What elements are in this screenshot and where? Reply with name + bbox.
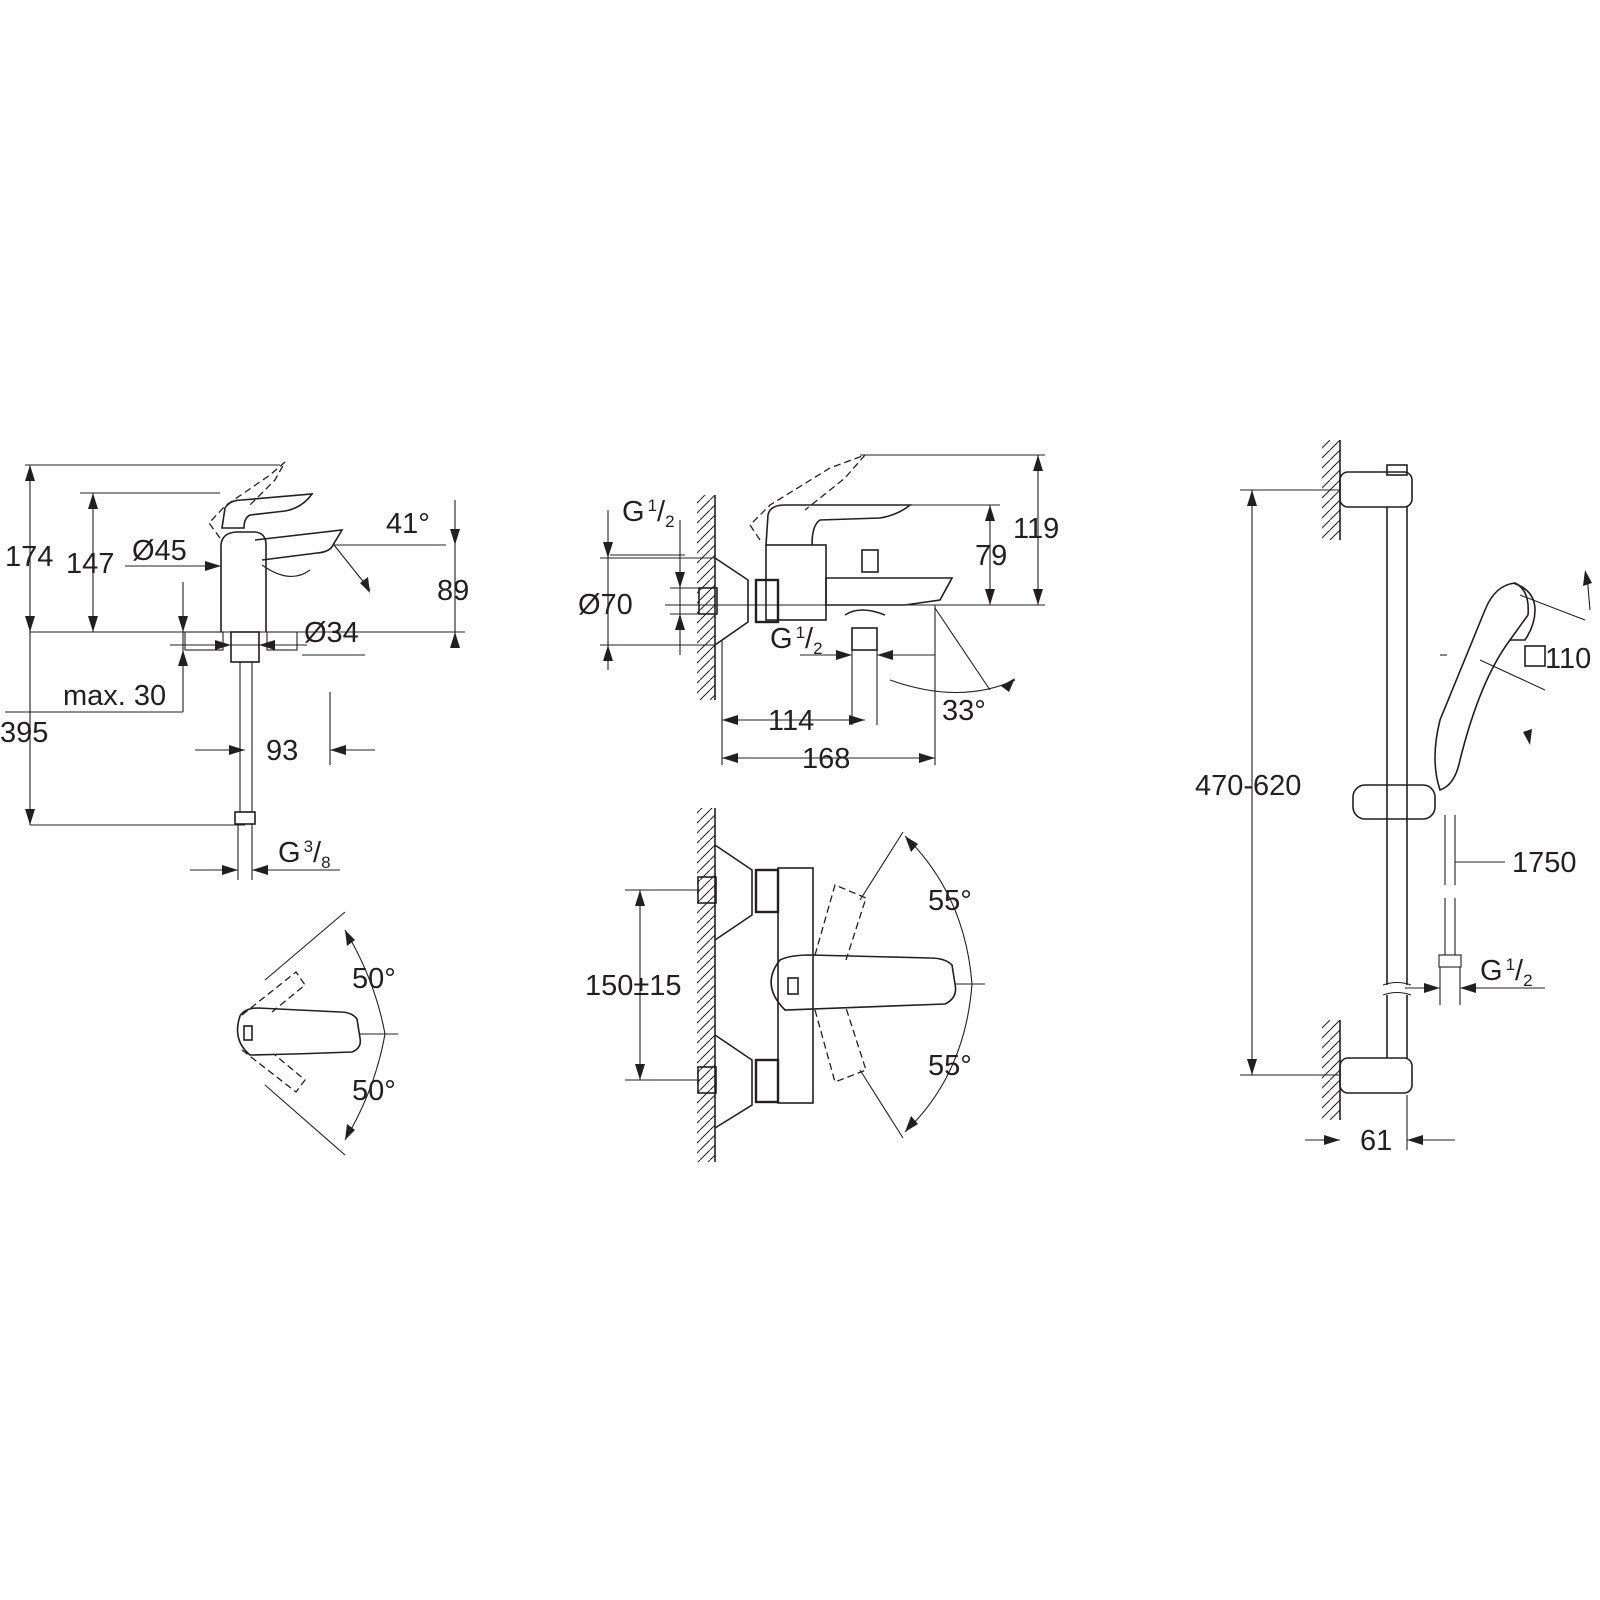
basin-mixer-side-view: 174 147 Ø45 41° 89 Ø34 max. 30 <box>0 461 469 880</box>
wall-hatch-rail-bottom <box>1322 1020 1340 1120</box>
dim-61: 61 <box>1360 1125 1392 1157</box>
basin-mixer-body <box>220 531 267 632</box>
square-symbol <box>1524 645 1546 667</box>
bath-lever <box>765 504 913 546</box>
supply-hose <box>239 661 253 813</box>
dim-93: 93 <box>266 735 298 767</box>
wall-hatch-bottom <box>697 808 715 1162</box>
deck-section-right <box>266 631 298 651</box>
dim-174: 174 <box>5 541 53 573</box>
bath-mixer-front-view: 55° 55° 150±15 <box>585 808 985 1162</box>
dim-angle-50-upper: 50° <box>352 963 396 995</box>
dim-119: 119 <box>1013 513 1059 545</box>
inlet-stub <box>698 587 718 615</box>
dim-diameter-45: Ø45 <box>132 535 187 567</box>
bath-spout <box>825 577 954 606</box>
basin-mixer-lever <box>221 493 314 529</box>
dim-114: 114 <box>768 705 814 737</box>
dim-angle-50-lower: 50° <box>352 1075 396 1107</box>
rail-bracket-bottom <box>1339 1057 1413 1094</box>
rail-bracket-top <box>1339 471 1413 508</box>
outlet-connector <box>851 627 878 651</box>
dim-angle-55-lower: 55° <box>928 1050 972 1082</box>
dim-angle-41: 41° <box>386 508 430 540</box>
bath-mixer-front-body <box>777 867 814 1104</box>
basin-lever-top <box>236 1007 362 1056</box>
handshower <box>1434 582 1530 792</box>
dim-angle-55-upper: 55° <box>928 885 972 917</box>
deck-section-left <box>184 631 224 651</box>
basin-mixer-spout <box>254 529 344 561</box>
dim-79: 79 <box>975 540 1007 572</box>
dim-angle-33: 33° <box>942 695 986 727</box>
dim-168: 168 <box>802 743 850 775</box>
mounting-nut <box>230 631 260 663</box>
basin-mixer-top-view: 50° 50° <box>236 911 398 1156</box>
wall-hatch-top <box>697 495 715 700</box>
dim-395: 395 <box>0 717 48 749</box>
union-nut <box>754 578 780 624</box>
dim-147: 147 <box>66 548 114 580</box>
escutcheon <box>714 557 749 646</box>
dim-470-620: 470-620 <box>1195 770 1301 802</box>
dim-diameter-70: Ø70 <box>578 589 633 621</box>
bath-lever-front <box>770 954 957 1011</box>
diverter-knob <box>861 549 879 573</box>
dim-150-centres: 150±15 <box>585 970 682 1002</box>
dim-diameter-34: Ø34 <box>304 617 359 649</box>
dim-110: 110 <box>1545 643 1591 675</box>
dim-89: 89 <box>437 575 469 607</box>
dim-1750: 1750 <box>1512 847 1577 879</box>
dim-max-30: max. 30 <box>63 680 166 712</box>
rail-slider <box>1352 784 1436 820</box>
